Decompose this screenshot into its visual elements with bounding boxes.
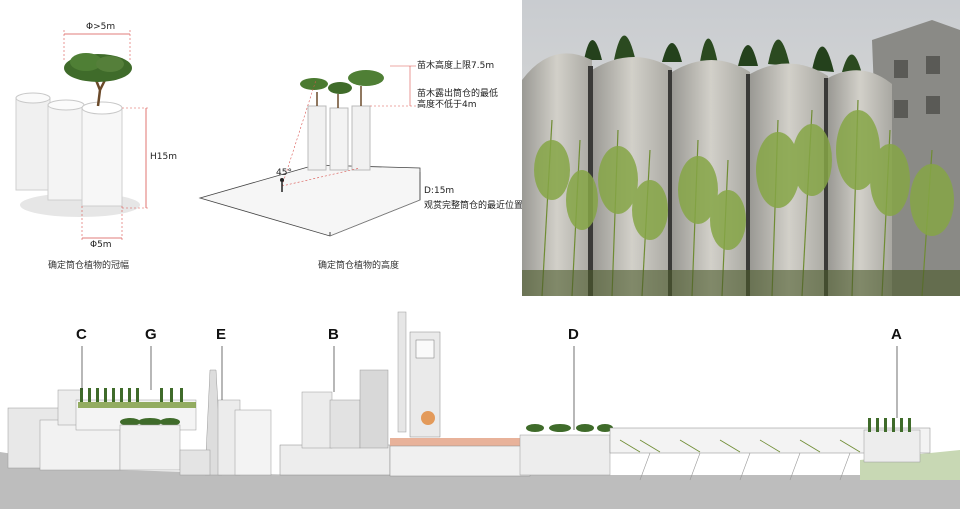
panel-crown-width: Φ>5m H15m Φ5m 确定筒仓植物的冠幅	[0, 0, 190, 280]
label-distance-line2: 观赏完整筒仓的最近位置	[424, 201, 524, 211]
label-tree-above-line1: 苗木露出筒仓的最低	[417, 89, 499, 99]
marker-c: C	[76, 326, 87, 343]
site-section-elevation: C G E B D A	[0, 300, 960, 509]
marker-g: G	[145, 326, 157, 343]
section-drawing	[0, 311, 960, 509]
caption-crown-width: 确定筒仓植物的冠幅	[48, 261, 130, 271]
label-distance-line1: D:15m	[424, 186, 455, 196]
dim-height: H15m	[150, 152, 177, 162]
caption-plant-height: 确定筒仓植物的高度	[318, 261, 400, 271]
silo-bamboo-photo	[522, 0, 960, 296]
silo-height-diagram	[198, 65, 421, 237]
silo-crown-diagram	[15, 30, 150, 242]
label-tree-above-line2: 高度不低于4m	[417, 100, 477, 110]
label-tree-height-max: 苗木高度上限7.5m	[417, 61, 495, 71]
marker-b: B	[328, 326, 339, 343]
panel-plant-height: 苗木高度上限7.5m 苗木露出筒仓的最低 高度不低于4m 45° D:15m 观…	[190, 0, 524, 280]
label-angle: 45°	[276, 168, 292, 178]
marker-d: D	[568, 326, 579, 343]
marker-a: A	[891, 326, 902, 343]
dim-diameter-bottom: Φ5m	[90, 240, 112, 250]
marker-e: E	[216, 326, 227, 343]
photo-illustration	[522, 0, 960, 296]
dim-diameter-top: Φ>5m	[86, 22, 116, 32]
